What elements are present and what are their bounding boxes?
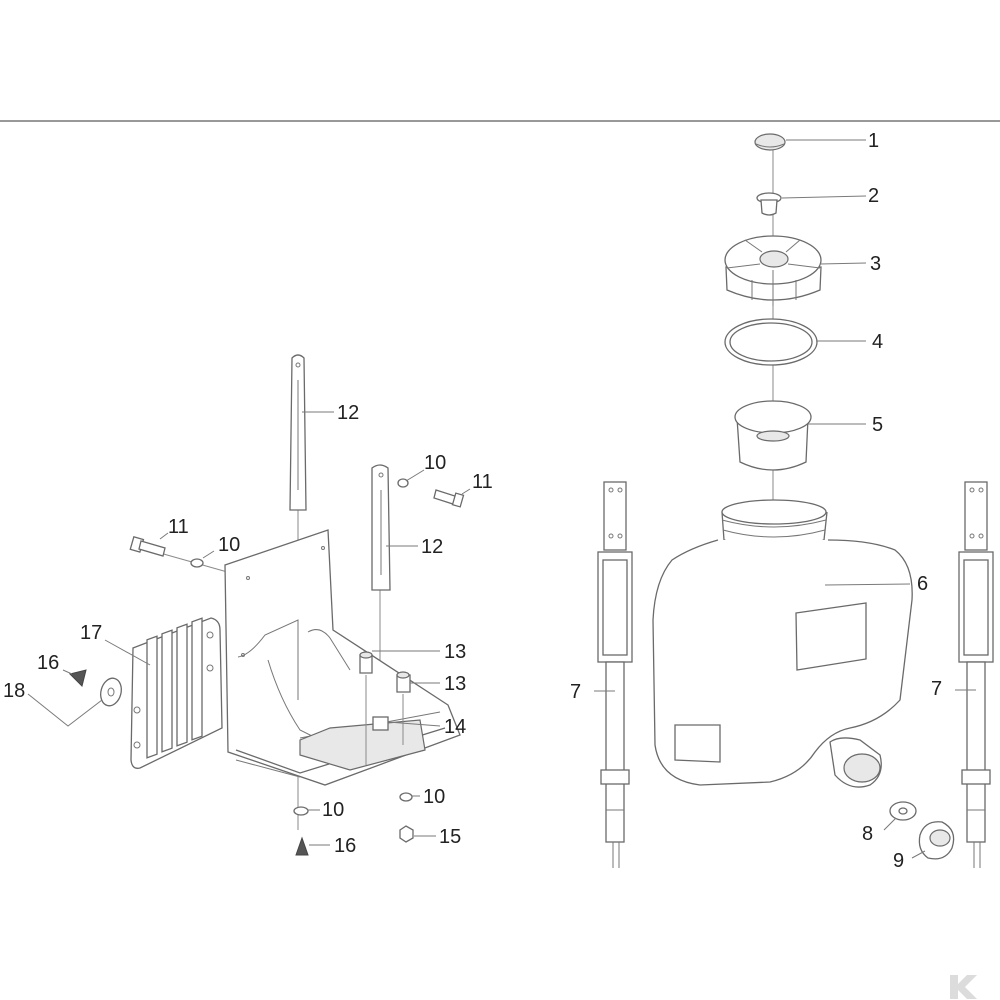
part-18-washer [100, 677, 122, 707]
part-11-bolt-left [129, 536, 166, 557]
callout-15: 15 [439, 826, 461, 848]
part-10-washer-top [397, 478, 409, 488]
part-12-rod-right [371, 464, 391, 591]
callout-16-bottom: 16 [334, 835, 356, 857]
callout-5: 5 [872, 414, 883, 436]
part-12-rod-left [289, 354, 307, 511]
callout-12-left: 12 [337, 402, 359, 424]
part-5-strainer [734, 400, 812, 471]
strap-right [958, 481, 994, 868]
part-2-plug [756, 192, 782, 216]
callouts: 1 2 3 4 5 6 7 7 8 9 12 10 11 12 11 10 13… [3, 130, 942, 872]
callout-10-left: 10 [218, 534, 240, 556]
part-11-bolt-top [433, 489, 465, 508]
part-8-washer [889, 801, 917, 821]
tank-assembly [652, 133, 955, 860]
callout-14: 14 [444, 716, 466, 738]
callout-10-bottom-left: 10 [322, 799, 344, 821]
callout-4: 4 [872, 331, 883, 353]
callout-3: 3 [870, 253, 881, 275]
callout-10-bottom-right: 10 [423, 786, 445, 808]
callout-12-right: 12 [421, 536, 443, 558]
part-10-washer-bottom-left [293, 806, 309, 816]
part-3-lid [724, 235, 822, 306]
callout-11-left: 11 [168, 516, 189, 538]
callout-1: 1 [868, 130, 879, 152]
callout-7-right: 7 [931, 678, 942, 700]
callout-7-left: 7 [570, 681, 581, 703]
part-9-drain-cap [918, 821, 955, 860]
leader-lines [27, 139, 976, 859]
callout-6: 6 [917, 573, 928, 595]
strap-left [597, 481, 633, 868]
callout-18: 18 [3, 680, 25, 702]
callout-11-top: 11 [472, 471, 493, 493]
part-17-plate [130, 617, 223, 769]
part-16-screw-bottom [295, 836, 309, 856]
part-6-tank [652, 499, 913, 788]
part-10-washer-bottom-right [399, 792, 413, 802]
callout-13-b: 13 [444, 673, 466, 695]
callout-2: 2 [868, 185, 879, 207]
part-15-nut [399, 825, 414, 843]
part-13-bushing-b [396, 671, 411, 693]
part-1-cap [754, 133, 786, 151]
part-13-bushing-a [359, 651, 373, 674]
brand-logo-icon [950, 975, 977, 999]
part-4-gasket [724, 318, 818, 366]
frame-body [224, 529, 461, 786]
frame-assembly [69, 354, 465, 856]
callout-10-top: 10 [424, 452, 446, 474]
part-14-bracket [372, 716, 389, 731]
part-10-washer-left [190, 558, 204, 568]
callout-13-a: 13 [444, 641, 466, 663]
callout-17: 17 [80, 622, 102, 644]
callout-9: 9 [893, 850, 904, 872]
callout-16-left: 16 [37, 652, 59, 674]
part-16-screw-left [69, 669, 87, 687]
callout-8: 8 [862, 823, 873, 845]
